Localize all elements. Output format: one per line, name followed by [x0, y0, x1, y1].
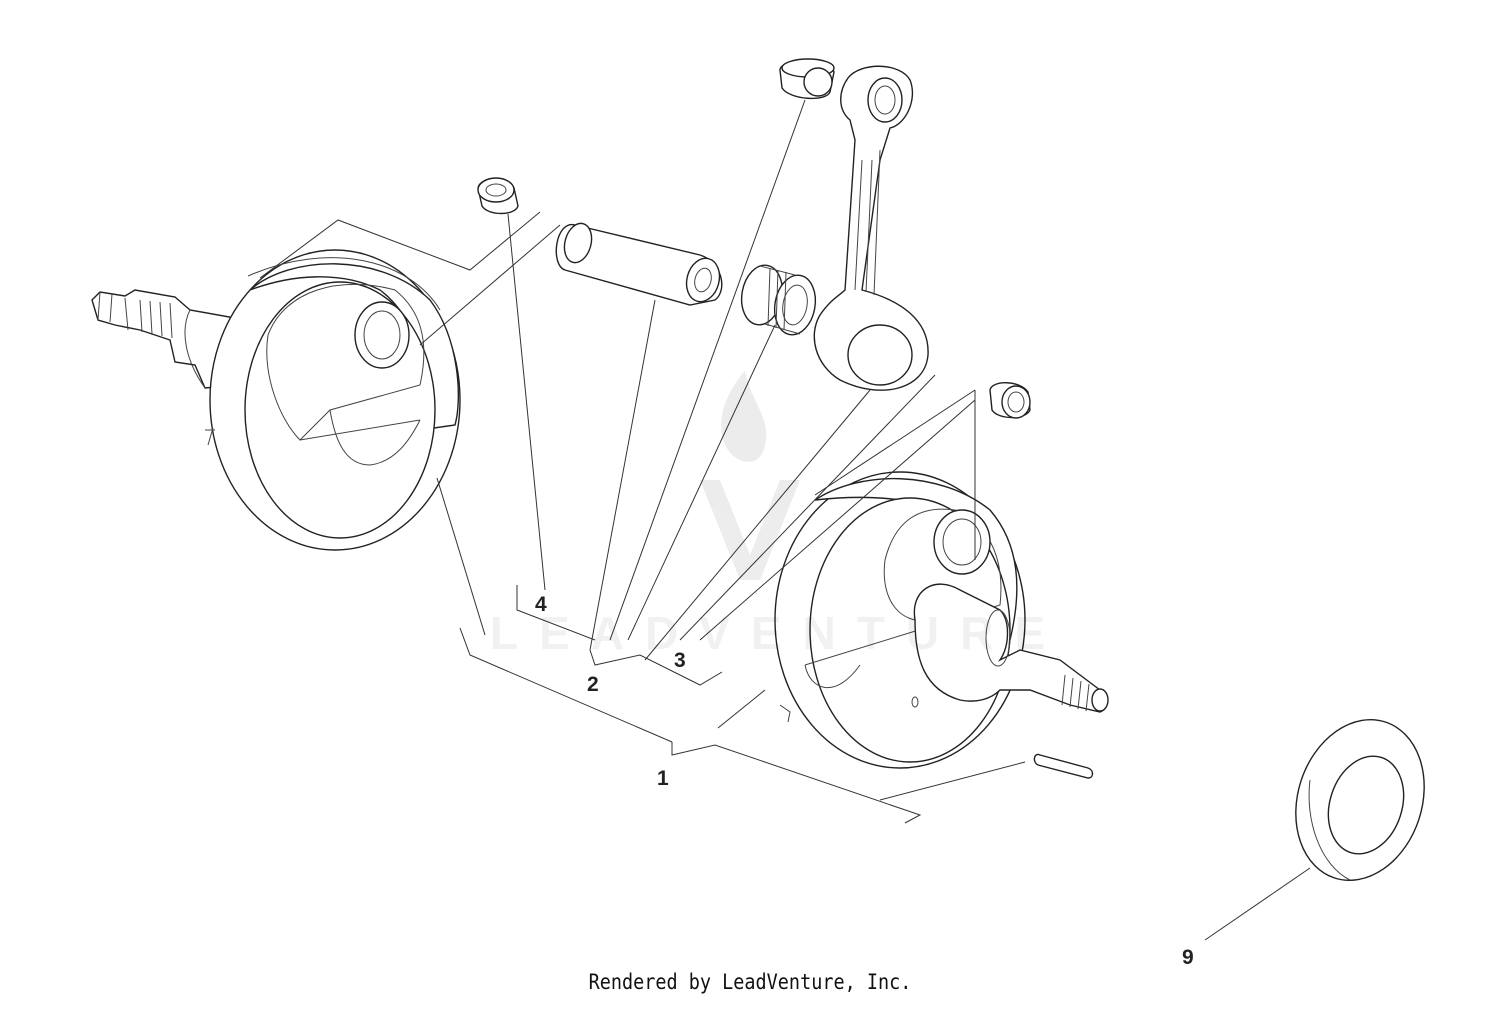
dowel-pin [1033, 753, 1094, 779]
thrust-washer [1295, 718, 1425, 882]
left-crank-half [91, 249, 461, 551]
watermark-text: LEADVENTURE [490, 607, 1067, 659]
footer-credit: Rendered by LeadVenture, Inc. [588, 970, 912, 994]
connecting-rod [813, 65, 929, 391]
right-crank-half [774, 471, 1109, 769]
callout-2: 2 [587, 673, 599, 696]
crank-pin [555, 222, 723, 306]
crank-seal [989, 382, 1031, 419]
callout-3: 3 [674, 649, 686, 672]
needle-bearing [740, 264, 817, 336]
small-end-bushing [779, 58, 835, 99]
leadventure-watermark-logo [700, 370, 800, 580]
callout-1: 1 [657, 767, 669, 790]
leader-lines [259, 99, 1311, 941]
crank-plug [477, 177, 519, 215]
callout-4: 4 [535, 593, 547, 616]
callout-9: 9 [1182, 946, 1194, 969]
